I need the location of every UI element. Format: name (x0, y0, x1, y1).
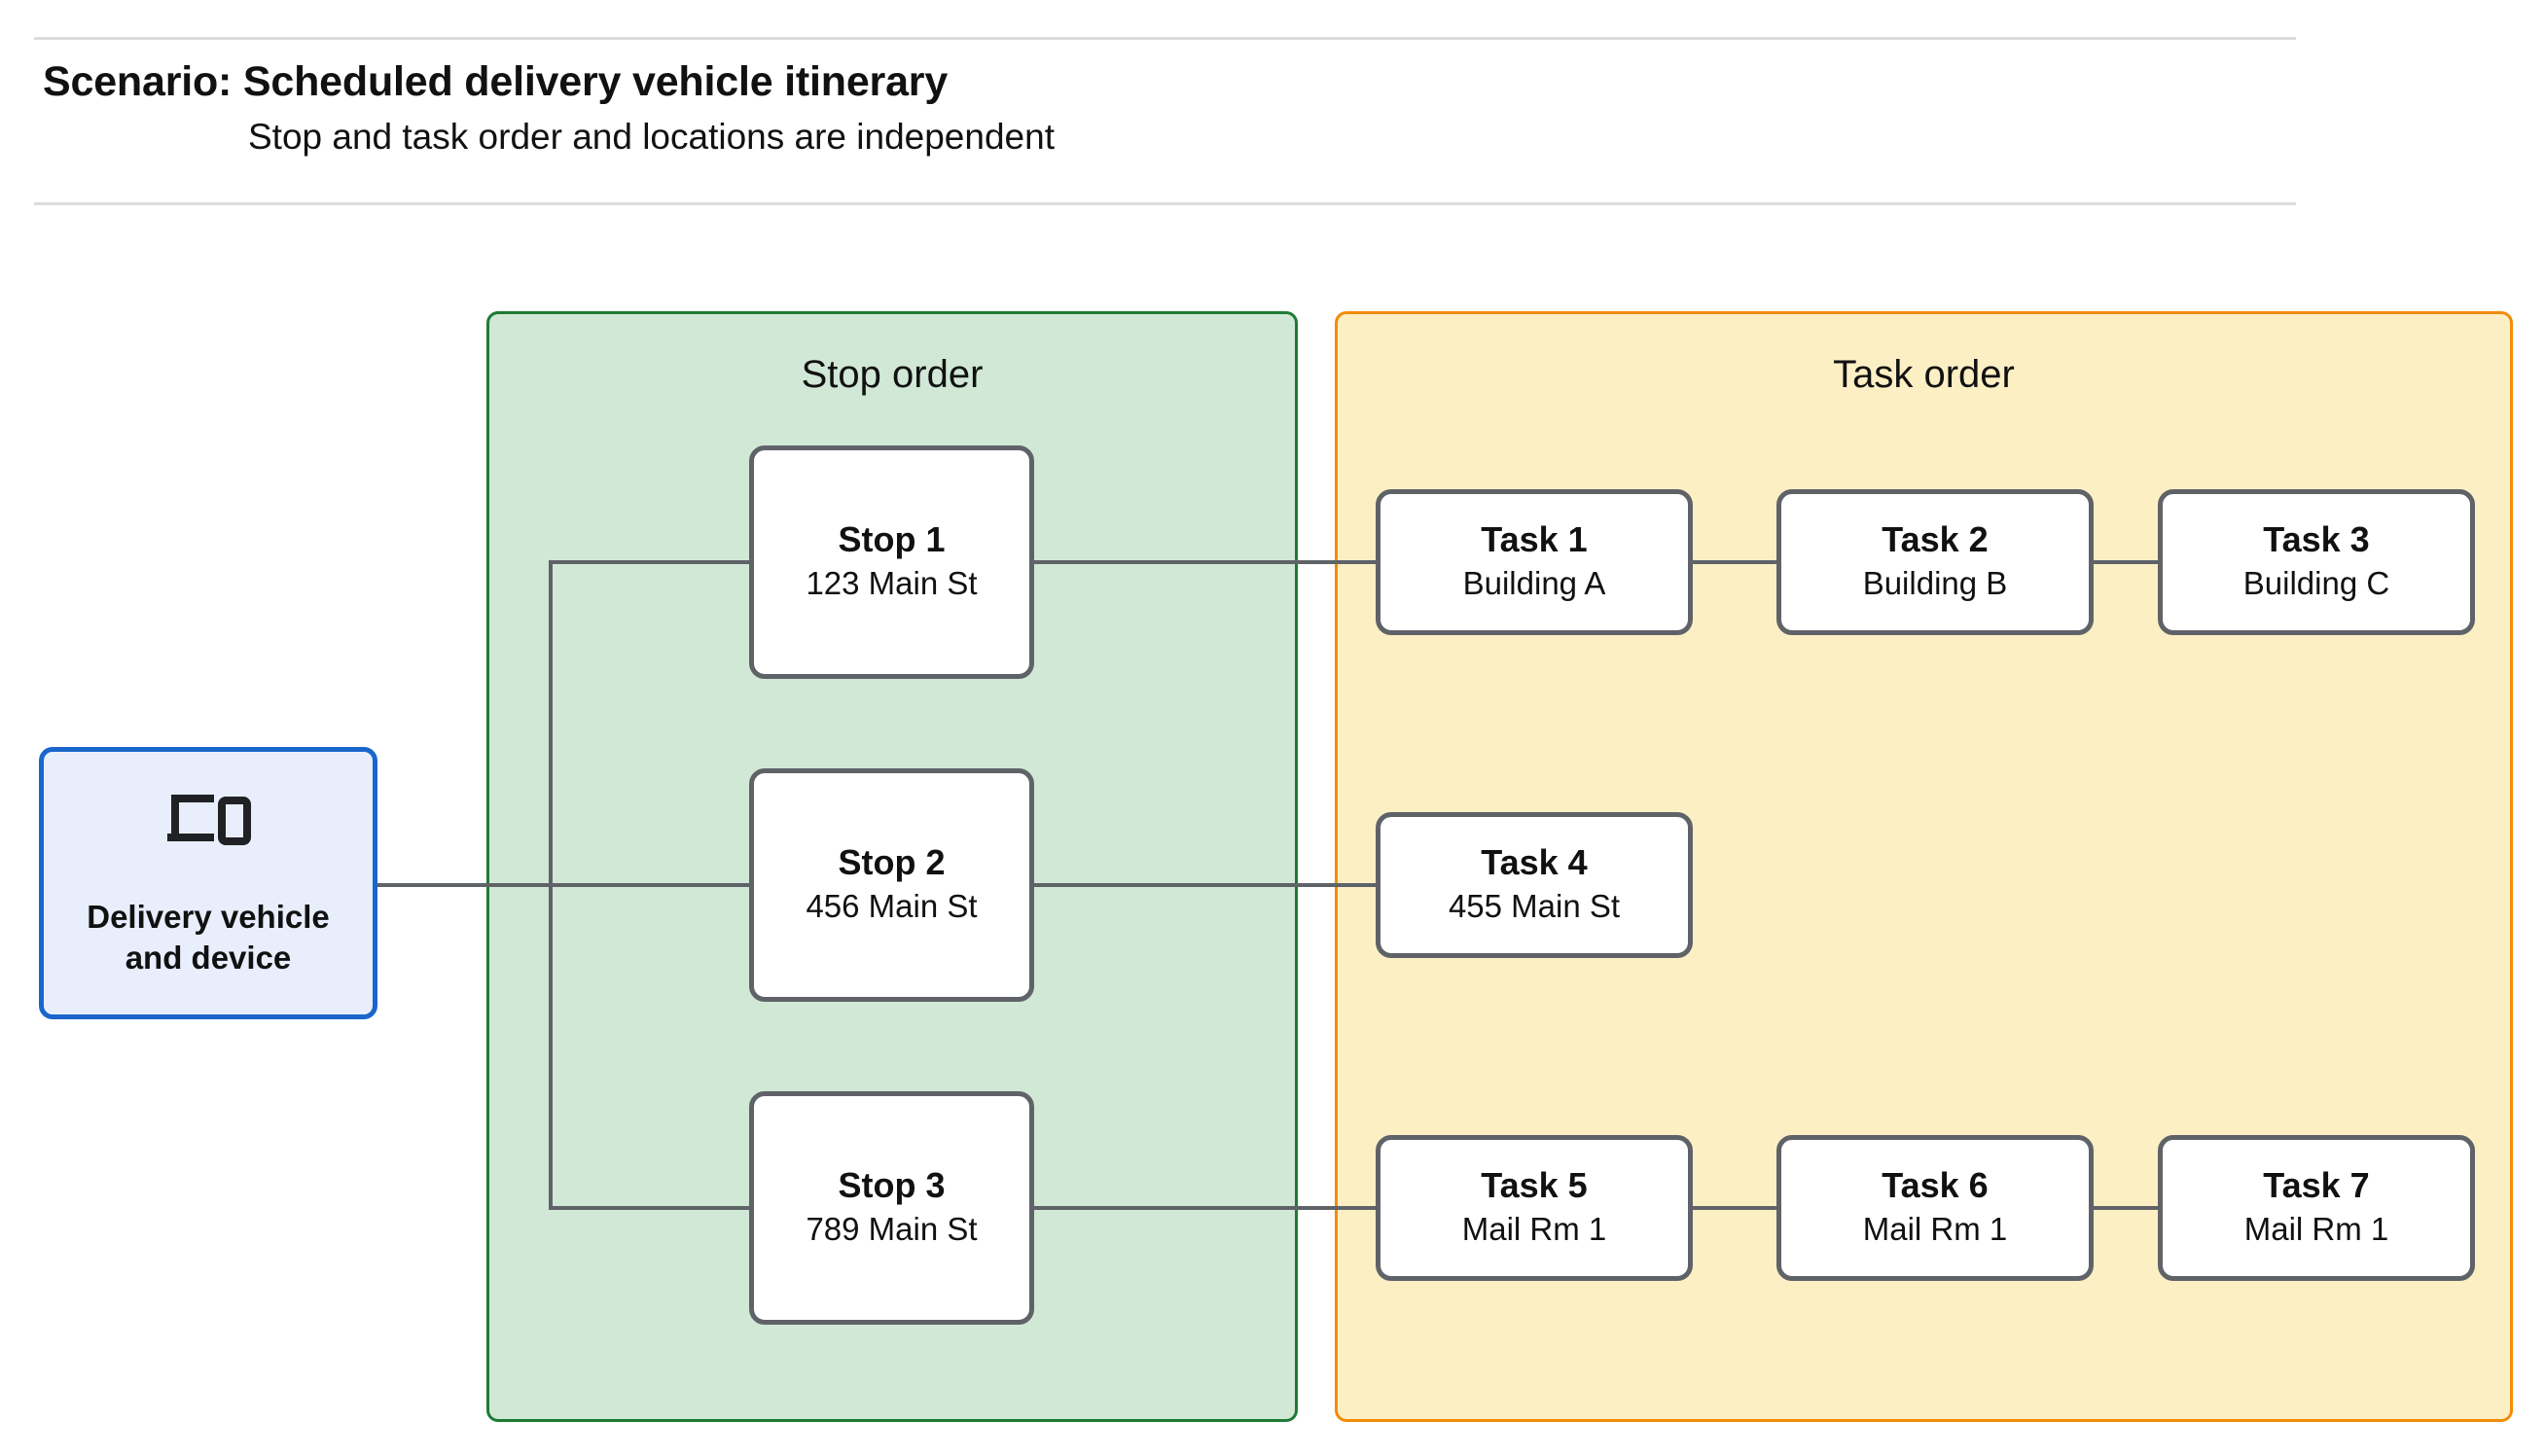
stop-node-title: Stop 2 (838, 841, 946, 882)
delivery-vehicle-node[interactable]: Delivery vehicle and device (39, 747, 377, 1019)
stop-node-subtitle: 456 Main St (806, 888, 978, 925)
task-node-title: Task 7 (2263, 1164, 2370, 1205)
task-node-title: Task 3 (2263, 518, 2370, 559)
edge-vehicle-to-trunk (377, 883, 553, 887)
edge-stop-2-to-task-4 (1030, 883, 1380, 887)
edge-stop-3-to-task-5 (1030, 1206, 1380, 1210)
task-node-6[interactable]: Task 6 Mail Rm 1 (1776, 1135, 2094, 1281)
task-node-subtitle: Building B (1862, 565, 2008, 602)
edge-trunk-to-stop-1 (549, 560, 753, 564)
task-node-title: Task 4 (1481, 841, 1588, 882)
task-order-group-title: Task order (1833, 353, 2015, 396)
task-node-3[interactable]: Task 3 Building C (2158, 489, 2475, 635)
stop-node-title: Stop 1 (838, 518, 946, 559)
header-divider-bottom (34, 202, 2296, 205)
task-node-title: Task 2 (1882, 518, 1989, 559)
stop-node-subtitle: 123 Main St (806, 565, 978, 602)
stop-node-3[interactable]: Stop 3 789 Main St (749, 1091, 1034, 1325)
task-node-subtitle: Mail Rm 1 (1862, 1211, 2008, 1248)
edge-trunk-to-stop-2 (549, 883, 753, 887)
edge-task-1-to-task-2 (1689, 560, 1780, 564)
task-node-7[interactable]: Task 7 Mail Rm 1 (2158, 1135, 2475, 1281)
task-node-subtitle: 455 Main St (1448, 888, 1621, 925)
edge-task-6-to-task-7 (2090, 1206, 2162, 1210)
page-subtitle: Stop and task order and locations are in… (248, 117, 1055, 157)
edge-trunk-to-stop-3 (549, 1206, 753, 1210)
stop-order-group-title: Stop order (801, 353, 984, 396)
task-node-5[interactable]: Task 5 Mail Rm 1 (1376, 1135, 1693, 1281)
task-node-subtitle: Building C (2242, 565, 2390, 602)
task-node-2[interactable]: Task 2 Building B (1776, 489, 2094, 635)
task-node-title: Task 1 (1481, 518, 1588, 559)
stop-node-subtitle: 789 Main St (806, 1211, 978, 1248)
task-node-1[interactable]: Task 1 Building A (1376, 489, 1693, 635)
delivery-vehicle-label: Delivery vehicle and device (87, 899, 330, 976)
task-node-subtitle: Mail Rm 1 (2243, 1211, 2389, 1248)
task-node-4[interactable]: Task 4 455 Main St (1376, 812, 1693, 958)
edge-task-5-to-task-6 (1689, 1206, 1780, 1210)
stop-node-2[interactable]: Stop 2 456 Main St (749, 768, 1034, 1002)
task-node-subtitle: Building A (1462, 565, 1606, 602)
devices-icon (165, 789, 251, 854)
edge-stop-1-to-task-1 (1030, 560, 1380, 564)
stop-node-title: Stop 3 (838, 1164, 946, 1205)
header-divider-top (34, 37, 2296, 40)
stop-node-1[interactable]: Stop 1 123 Main St (749, 445, 1034, 679)
task-node-title: Task 5 (1481, 1164, 1588, 1205)
page-title: Scenario: Scheduled delivery vehicle iti… (43, 58, 949, 105)
edge-task-2-to-task-3 (2090, 560, 2162, 564)
task-node-subtitle: Mail Rm 1 (1461, 1211, 1607, 1248)
task-node-title: Task 6 (1882, 1164, 1989, 1205)
